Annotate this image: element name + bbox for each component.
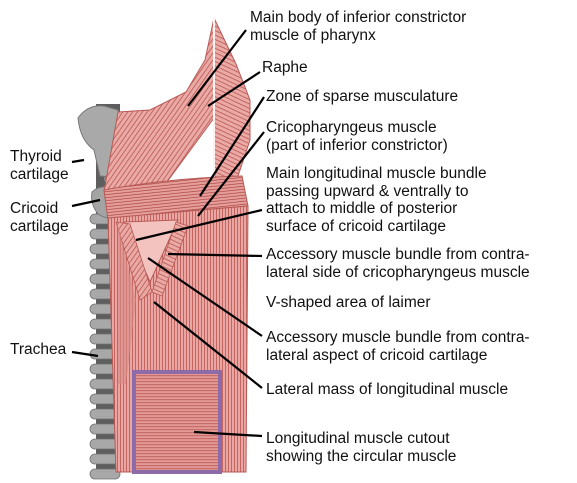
label-cricopharyngeus: Cricopharyngeus muscle (part of inferior…: [266, 119, 448, 154]
label-sparse-zone: Zone of sparse musculature: [266, 88, 458, 106]
label-cricoid: Cricoid cartilage: [10, 200, 69, 235]
inferior-constrictor-left: [104, 18, 214, 196]
leader-thyroid: [72, 160, 84, 162]
label-thyroid: Thyroid cartilage: [10, 148, 69, 183]
label-raphe: Raphe: [262, 59, 308, 77]
cutout-window: [134, 372, 220, 472]
label-trachea: Trachea: [10, 341, 66, 359]
label-main-body: Main body of inferior constrictor muscle…: [250, 9, 466, 44]
label-lateral-mass: Lateral mass of longitudinal muscle: [266, 381, 508, 399]
label-cutout: Longitudinal muscle cutout showing the c…: [266, 430, 456, 465]
label-accessory-contra-aspect: Accessory muscle bundle from contra- lat…: [266, 329, 530, 364]
label-accessory-contra-side: Accessory muscle bundle from contra- lat…: [266, 246, 530, 281]
label-longitudinal-bundle: Main longitudinal muscle bundle passing …: [266, 165, 487, 235]
label-v-shaped: V-shaped area of laimer: [266, 294, 431, 312]
